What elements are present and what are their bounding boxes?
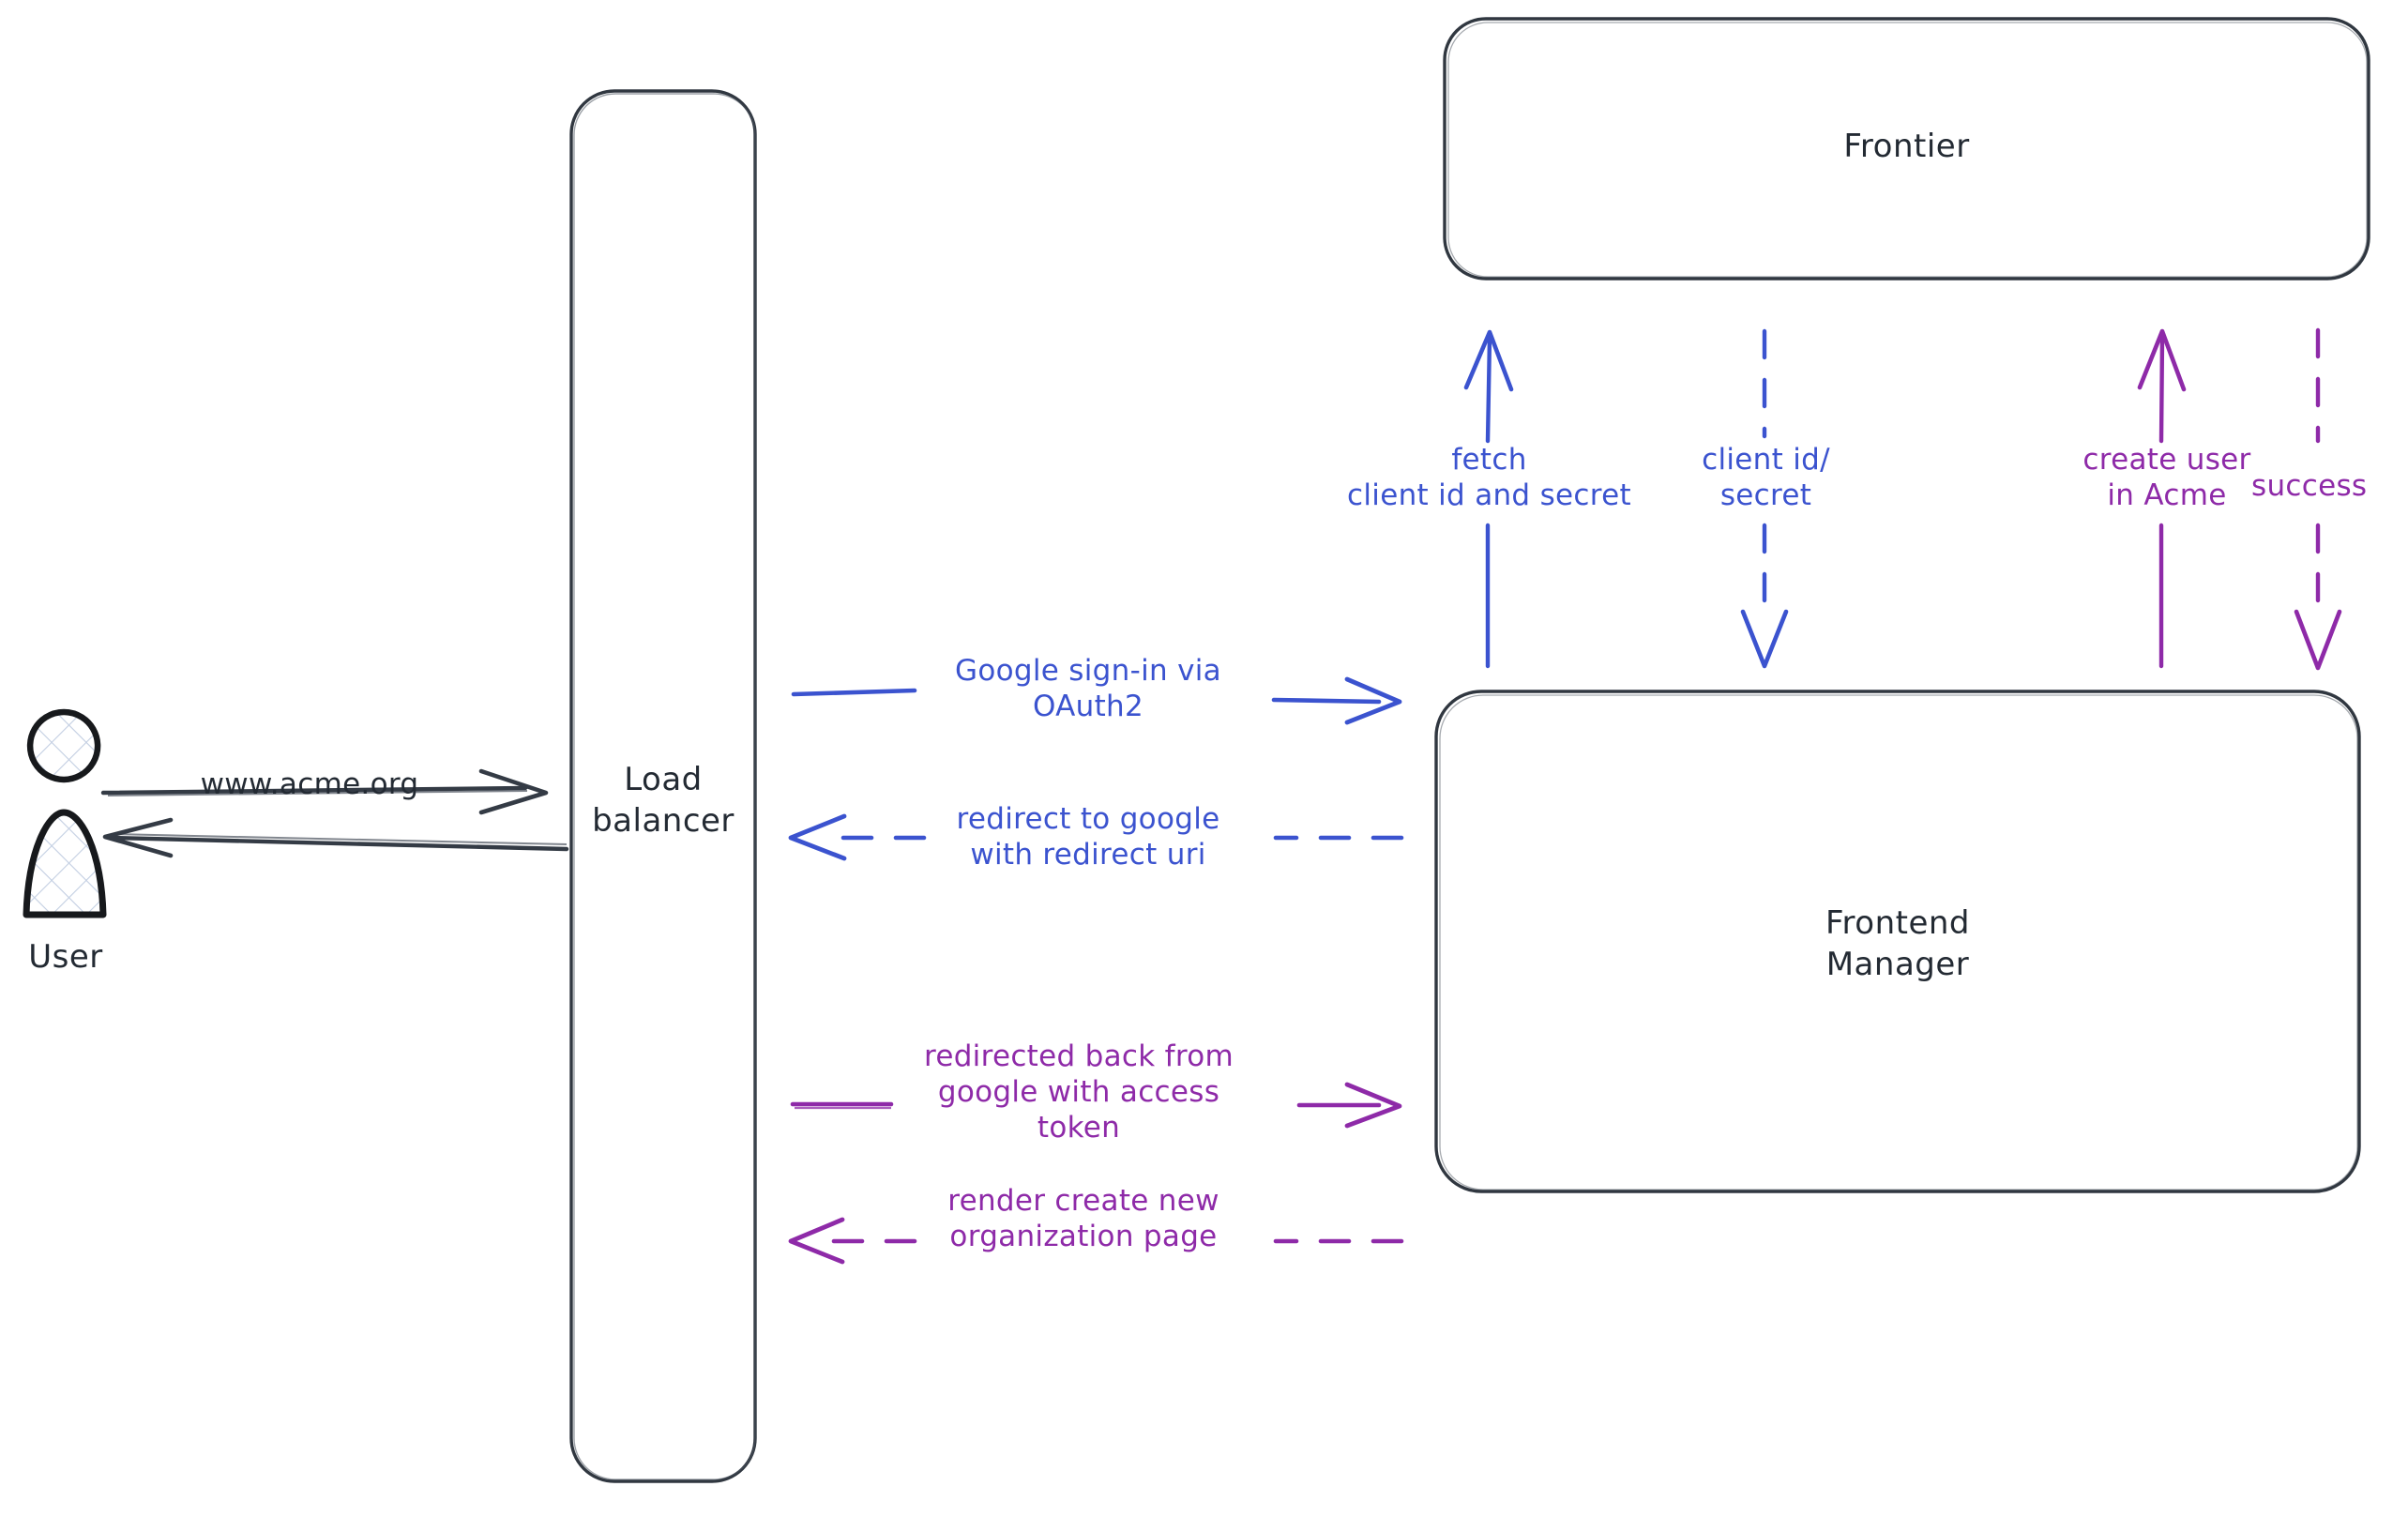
- edge-label-user-to-lb: www.acme.org: [200, 767, 419, 801]
- edge-label-fm-to-frontier-fetch: fetch client id and secret: [1347, 443, 1631, 512]
- edge-label-frontier-to-fm-success: success: [2251, 469, 2368, 503]
- edge-label-lb-to-fm-signin: Google sign-in via OAuth2: [955, 654, 1221, 723]
- edge-user-to-lb: [100, 768, 549, 815]
- edge-label-fm-to-lb-redirect: redirect to google with redirect uri: [956, 802, 1220, 872]
- edge-label-lb-to-fm-token: redirected back from google with access …: [923, 1039, 1234, 1145]
- user-actor-label: User: [28, 938, 103, 976]
- edge-lb-to-fm-signin: [791, 676, 1402, 725]
- user-actor-icon: [23, 708, 107, 918]
- edge-label-fm-to-lb-render: render create new organization page: [947, 1184, 1219, 1253]
- edge-lb-to-fm-token: [790, 1082, 1402, 1129]
- load-balancer-node[interactable]: [569, 81, 757, 1488]
- frontend-manager-node[interactable]: [1434, 690, 2361, 1193]
- edge-fm-to-frontier-fetch: [1463, 329, 1514, 669]
- edge-fm-to-lb-redirect: [788, 813, 1404, 861]
- edge-fm-to-lb-render: [788, 1217, 1404, 1265]
- edge-lb-to-user: [102, 817, 569, 858]
- frontier-node[interactable]: [1443, 17, 2370, 281]
- edge-label-fm-to-frontier-create: create user in Acme: [2082, 443, 2251, 512]
- edge-fm-to-frontier-create: [2137, 328, 2187, 669]
- edge-frontier-to-fm-creds: [1740, 328, 1789, 669]
- edge-frontier-to-fm-success: [2294, 327, 2342, 671]
- edge-label-frontier-to-fm-creds: client id/ secret: [1702, 443, 1830, 512]
